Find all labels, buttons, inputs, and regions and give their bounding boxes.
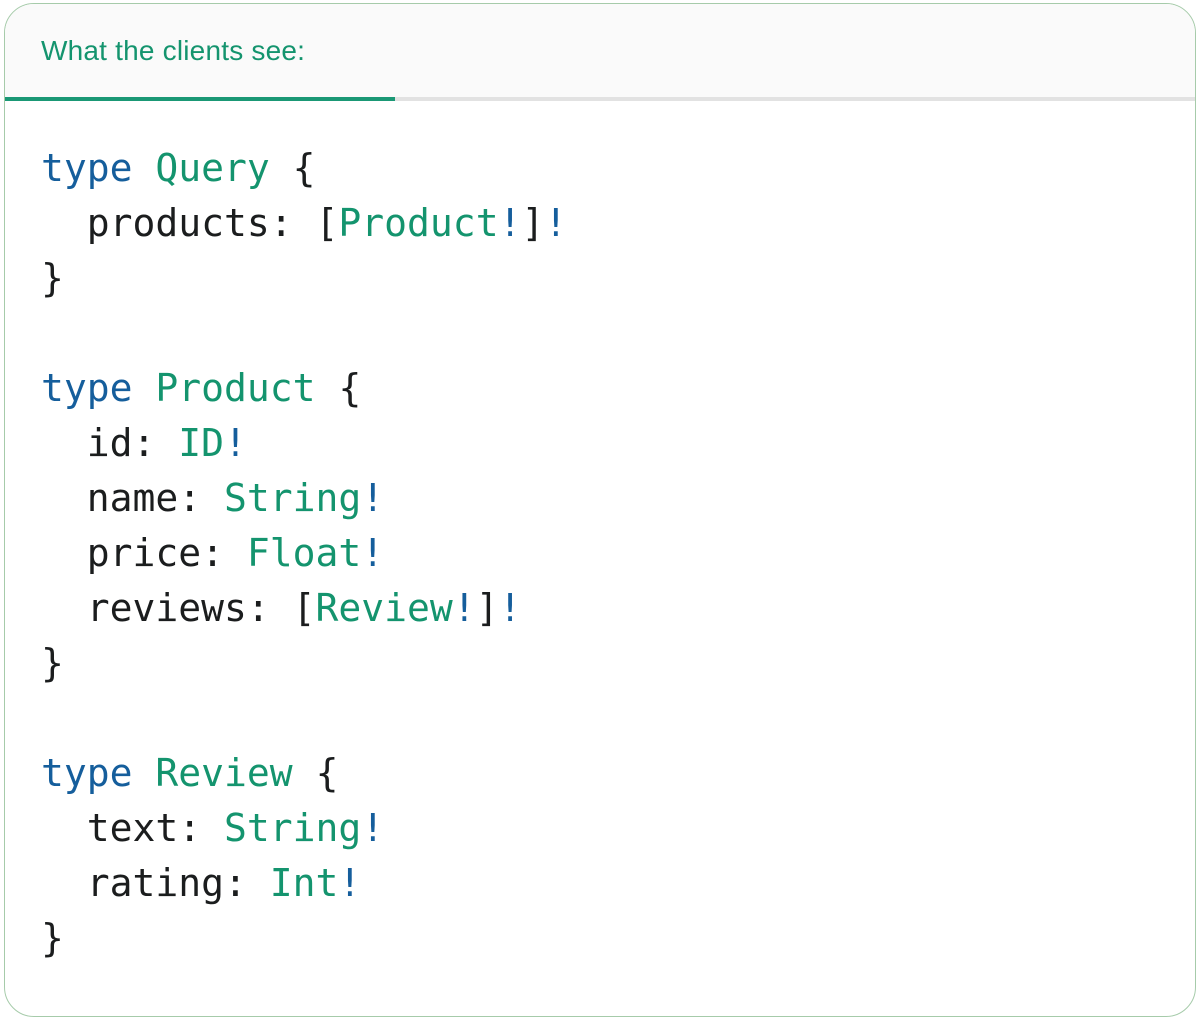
tab-bar: What the clients see: xyxy=(5,4,1195,101)
code-block: type Query { products: [Product!]!}type … xyxy=(5,101,1195,966)
code-line: type Review { xyxy=(41,746,1175,801)
code-token-typename: Query xyxy=(155,146,270,190)
code-line: reviews: [Review!]! xyxy=(41,581,1175,636)
code-token-plain: reviews: [ xyxy=(41,586,316,630)
code-token-keyword: type xyxy=(41,146,133,190)
code-token-typename: Float xyxy=(246,531,362,575)
code-token-plain: text: xyxy=(41,806,225,850)
tab-bar-separator xyxy=(395,4,1195,101)
code-token-plain: rating: xyxy=(41,861,270,905)
code-line: rating: Int! xyxy=(41,856,1175,911)
tab-label: What the clients see: xyxy=(41,34,306,66)
code-token-bang: ! xyxy=(498,201,522,245)
code-line: } xyxy=(41,251,1175,306)
code-token-keyword: type xyxy=(41,366,133,410)
code-panel-card: What the clients see: type Query { produ… xyxy=(4,3,1196,1017)
code-token-plain: { xyxy=(269,146,316,190)
code-token-plain: } xyxy=(41,256,64,300)
tab-what-clients-see[interactable]: What the clients see: xyxy=(5,4,395,101)
code-token-typename: String xyxy=(224,476,362,520)
code-token-plain: products: [ xyxy=(41,201,339,245)
code-line: id: ID! xyxy=(41,416,1175,471)
code-token-bang: ! xyxy=(224,421,247,465)
code-token-bang: ! xyxy=(338,861,362,905)
code-token-typename: Product xyxy=(155,366,316,410)
code-token-typename: Product xyxy=(338,201,499,245)
code-token-plain: id: xyxy=(41,421,179,465)
code-token-bang: ! xyxy=(452,586,476,630)
code-token-keyword: type xyxy=(41,751,133,795)
code-token-plain: ] xyxy=(475,586,499,630)
code-token-plain: } xyxy=(41,916,64,960)
code-token-bang: ! xyxy=(361,531,385,575)
code-line: price: Float! xyxy=(41,526,1175,581)
code-token-plain: price: xyxy=(41,531,247,575)
code-token-bang: ! xyxy=(361,806,385,850)
code-token-typename: Review xyxy=(315,586,453,630)
code-line: type Query { xyxy=(41,141,1175,196)
code-token-plain xyxy=(133,366,156,410)
code-token-plain: } xyxy=(41,641,64,685)
code-line: text: String! xyxy=(41,801,1175,856)
code-line xyxy=(41,691,1175,746)
code-line: name: String! xyxy=(41,471,1175,526)
code-token-plain: name: xyxy=(41,476,225,520)
code-line xyxy=(41,306,1175,361)
code-token-bang: ! xyxy=(361,476,385,520)
code-token-bang: ! xyxy=(544,201,568,245)
code-token-plain: { xyxy=(292,751,339,795)
code-token-typename: Int xyxy=(269,861,339,905)
code-token-bang: ! xyxy=(498,586,522,630)
code-line: } xyxy=(41,636,1175,691)
code-token-typename: String xyxy=(224,806,362,850)
code-token-typename: Review xyxy=(155,751,293,795)
code-line: } xyxy=(41,911,1175,966)
code-token-plain xyxy=(133,751,156,795)
code-line: type Product { xyxy=(41,361,1175,416)
code-token-plain: ] xyxy=(521,201,545,245)
code-token-plain xyxy=(133,146,156,190)
code-line: products: [Product!]! xyxy=(41,196,1175,251)
code-token-plain: { xyxy=(315,366,362,410)
code-token-typename: ID xyxy=(178,421,225,465)
